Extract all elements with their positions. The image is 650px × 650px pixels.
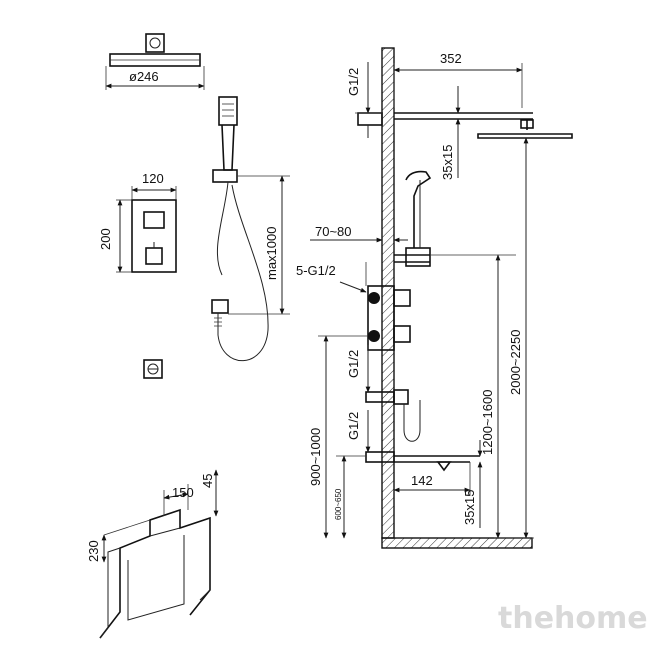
low-outlet [365,451,395,463]
valve-cover-plate [131,199,177,273]
holder-height-label: 1200~1600 [480,390,495,455]
hose-loop [217,184,269,362]
head-height-label: 2000~2250 [508,330,523,395]
mid-thread-label: G1/2 [346,350,361,378]
valve-threads-label: 5-G1/2 [296,263,336,278]
valve-plate: 120 200 [98,171,177,273]
hose-upper [216,181,229,276]
mounting-box: 230 150 45 [86,469,219,639]
shelf-section-label: 35x15 [462,490,477,525]
hand-shower: max1000 [211,96,290,362]
valve-width-label: 120 [142,171,164,186]
head-connector-icon [145,33,165,53]
shower-head-side [477,133,573,139]
overhead-shower: 352 G1/2 35x15 [346,51,573,180]
hose-outlet [211,299,229,314]
outlet-symbol [143,359,163,379]
lower-valve-handle [393,325,411,343]
wall [381,47,395,539]
hand-shower-holder [212,169,238,183]
top-thread-label: G1/2 [346,68,361,96]
hand-shower-head [218,96,238,126]
head-diameter-label: ø246 [129,69,159,84]
outlet-height-label: 600~650 [334,488,343,520]
shelf-depth-label: 142 [411,473,433,488]
wall-offset-label: 70~80 [315,224,352,239]
box-width-label: 150 [172,485,194,500]
box-height-label: 230 [86,540,101,562]
watermark: thehome [498,601,648,636]
slide-holder [405,247,431,267]
top-inlet-fitting [357,112,383,126]
lower-handle-icon [145,247,163,265]
wall-hand-shower [405,170,432,248]
floor [381,537,533,549]
wall-section [381,47,533,549]
height-dimensions: 900~1000 600~650 1200~1600 2000~2250 [308,137,534,539]
upper-handle-icon [143,211,165,229]
valve-body [367,285,395,351]
outlet-icon [143,359,163,379]
valve-body-side: 5-G1/2 [296,262,411,351]
slide-rail-assembly: 70~80 [310,170,432,267]
lower-outlets: G1/2 G1/2 142 35x15 [346,345,483,528]
hose-length-label: max1000 [264,227,279,280]
arm-length-label: 352 [440,51,462,66]
valve-height-label: 200 [98,228,113,250]
arm-section-label: 35x15 [440,145,455,180]
shower-head-plan: ø246 [105,33,205,90]
box-depth-label: 45 [200,474,215,488]
valve-install-height-label: 900~1000 [308,428,323,486]
low-thread-label: G1/2 [346,412,361,440]
upper-valve-handle [393,289,411,307]
